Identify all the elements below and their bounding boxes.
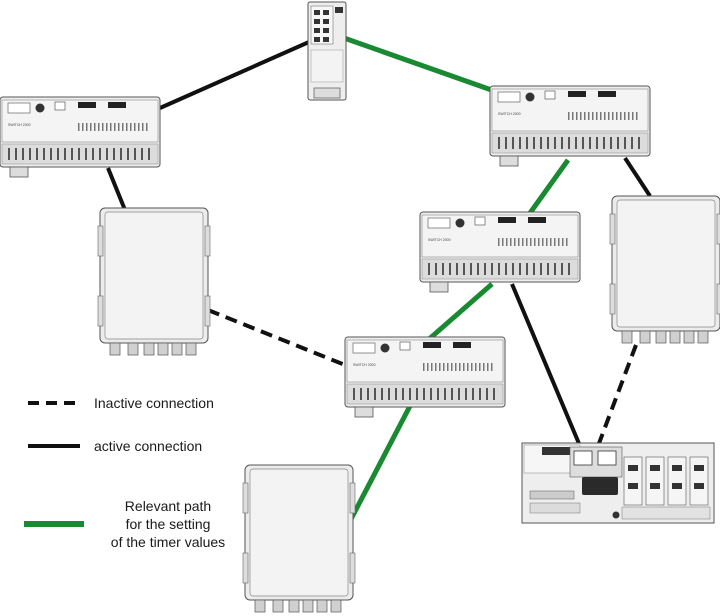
legend — [24, 401, 84, 527]
rack-switch-icon[interactable] — [419, 211, 581, 293]
legend-inactive-label: Inactive connection — [94, 395, 214, 411]
legend-active-label: active connection — [94, 438, 203, 454]
relevant-connection — [527, 158, 571, 215]
legend-relevant-line-1: Relevant path — [124, 498, 212, 514]
relevant-connection — [426, 282, 494, 342]
inactive-connection — [207, 308, 346, 367]
legend-relevant-line-3: of the timer values — [110, 534, 226, 550]
relevant-connection — [347, 404, 413, 523]
enclosure-icon[interactable] — [242, 464, 356, 613]
enclosure-icon[interactable] — [609, 195, 720, 344]
rack-switch-icon[interactable] — [489, 85, 651, 167]
active-connection — [510, 283, 582, 447]
enclosure-icon[interactable] — [97, 207, 211, 356]
connections — [106, 35, 652, 523]
active-connection — [623, 156, 652, 198]
rack-switch-icon[interactable] — [344, 336, 506, 418]
inactive-connection — [596, 344, 638, 447]
relevant-connection — [343, 35, 501, 96]
legend-relevant-label: Relevant path for the setting of the tim… — [98, 497, 238, 551]
rack-switch-icon[interactable] — [0, 96, 161, 178]
active-connection — [106, 167, 127, 211]
plc-controller-icon[interactable] — [521, 442, 715, 524]
active-connection — [159, 36, 319, 110]
legend-relevant-line-2: for the setting — [125, 516, 211, 532]
compact-switch-icon[interactable] — [307, 1, 347, 101]
